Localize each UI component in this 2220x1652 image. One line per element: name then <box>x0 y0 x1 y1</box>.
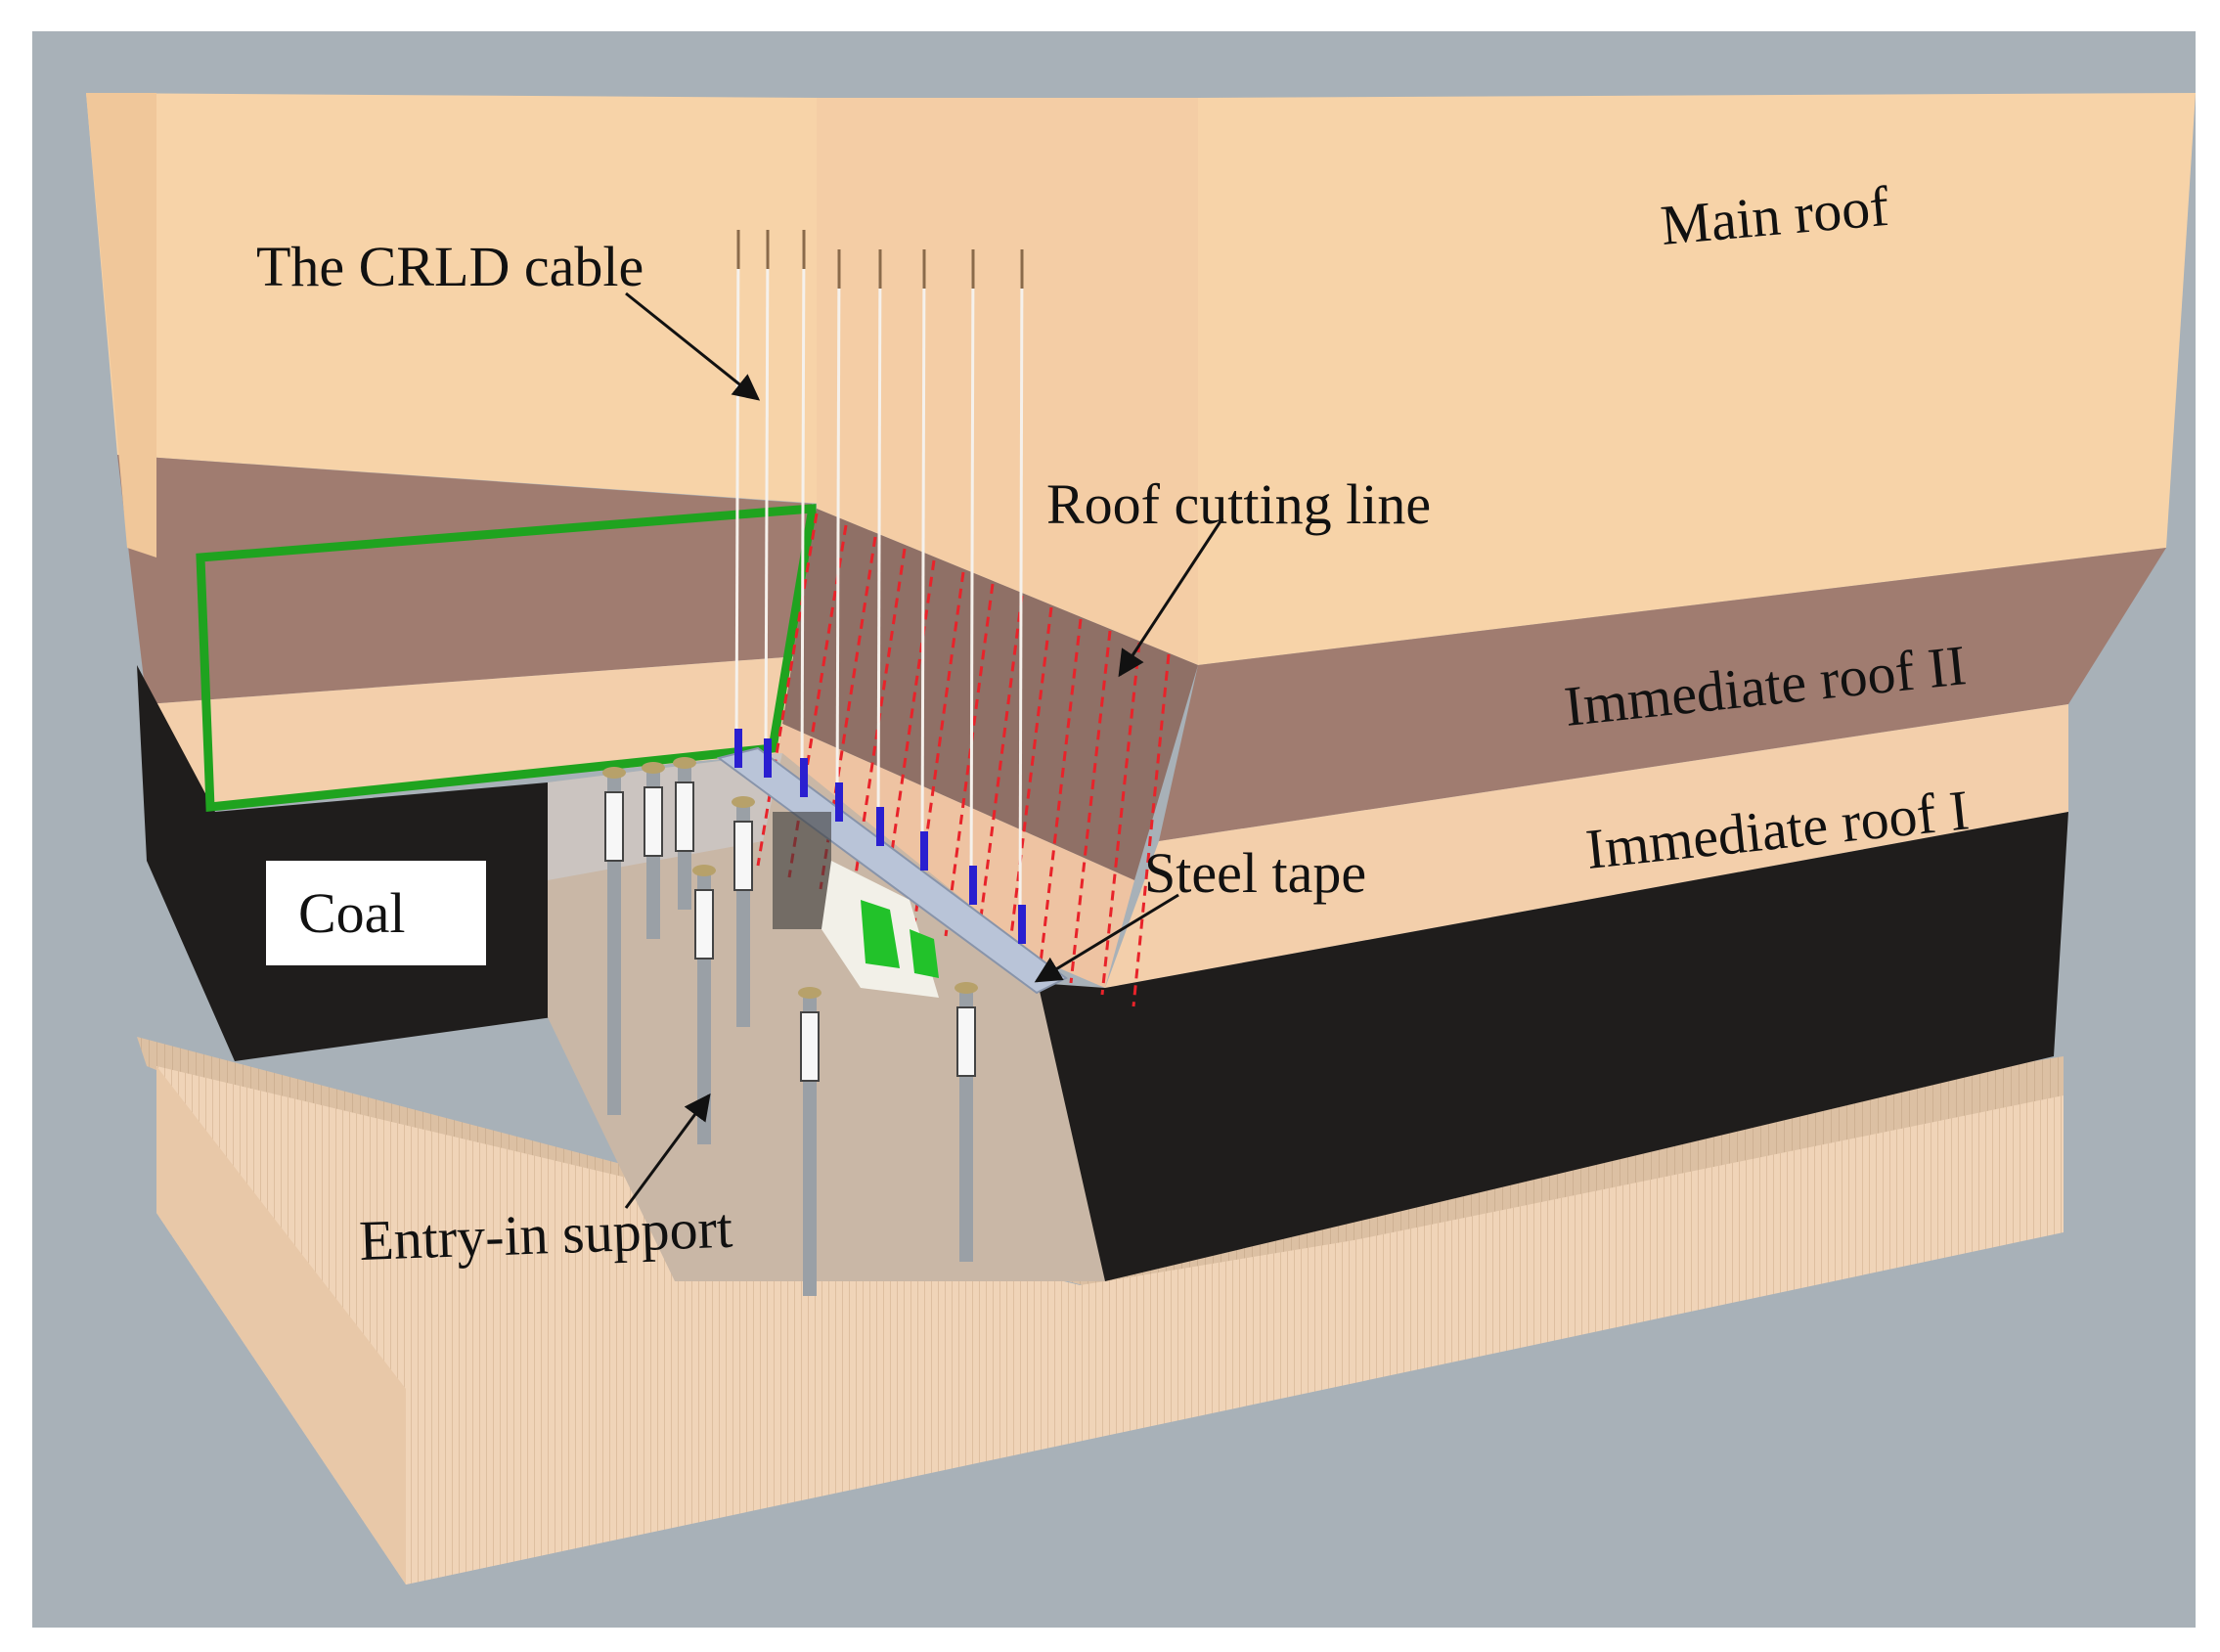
cut-line <box>1006 606 1053 960</box>
cut-line <box>881 559 936 914</box>
cable-anchor <box>764 738 772 778</box>
support-prop-sleeve <box>694 889 714 960</box>
cut-outline <box>196 504 817 812</box>
main-roof-center <box>817 98 1198 665</box>
arrow-icon <box>1034 893 1179 983</box>
arrow-icon <box>624 1093 711 1209</box>
cable-anchor <box>969 866 977 905</box>
support-prop-sleeve <box>604 791 624 862</box>
support-prop-sleeve <box>675 781 694 852</box>
cable-anchors <box>734 729 1026 944</box>
entry-in-supports <box>602 757 978 1296</box>
cut-line <box>756 513 819 867</box>
cut-line <box>1069 630 1112 984</box>
crld-cable <box>1018 248 1024 930</box>
crld-cable <box>920 248 926 857</box>
center-block <box>763 98 1198 988</box>
roadway-equipment <box>773 812 939 998</box>
immediate-roof-2-left <box>117 455 812 704</box>
immediate-roof-1-center <box>763 724 1134 988</box>
cut-line <box>1132 653 1171 1007</box>
support-prop-cap <box>798 987 821 999</box>
support-prop-sleeve <box>733 821 753 891</box>
main-roof-left-top <box>86 93 821 504</box>
cable-anchor <box>835 782 843 822</box>
crld-cable <box>764 229 770 764</box>
immediate-roof-1-left <box>147 655 812 812</box>
immediate-roof-2-right <box>1159 548 2166 841</box>
cut-line <box>819 536 877 890</box>
support-prop-cap <box>955 982 978 994</box>
immediate-roof-2-center <box>782 509 1198 880</box>
cable-anchor <box>734 729 742 768</box>
support-prop-cap <box>642 762 665 774</box>
coal-label-box <box>266 861 486 965</box>
right-block <box>968 93 2196 1281</box>
label-crld-cable: The CRLD cable <box>256 235 644 298</box>
label-steel-tape: Steel tape <box>1144 841 1366 905</box>
cut-line <box>912 571 965 925</box>
support-prop-cap <box>692 865 716 876</box>
label-entry-in-support: Entry-in support <box>358 1196 733 1272</box>
crld-cable <box>969 248 975 891</box>
main-roof-right <box>1198 93 2196 665</box>
cut-line <box>1038 618 1083 972</box>
steel-tape <box>716 746 1068 995</box>
cut-line <box>1100 642 1141 996</box>
crld-cable <box>876 248 882 832</box>
cable-anchor <box>920 831 928 871</box>
coal-right <box>968 812 2068 1281</box>
crld-cable <box>734 229 740 754</box>
cable-anchor <box>1018 905 1026 944</box>
label-roof-cutting-line: Roof cutting line <box>1046 472 1431 536</box>
cable-anchor <box>800 758 808 797</box>
support-prop-sleeve <box>800 1011 820 1082</box>
crld-cable <box>800 229 806 783</box>
support-prop-sleeve <box>644 786 663 857</box>
immediate-roof-1-right <box>1105 704 2068 988</box>
support-prop-cap <box>602 767 626 779</box>
left-block-side <box>86 93 156 558</box>
label-coal: Coal <box>298 881 406 945</box>
cut-line <box>850 548 907 902</box>
cut-line <box>944 583 995 937</box>
cut-line <box>975 595 1024 949</box>
support-prop-cap <box>673 757 696 769</box>
crld-cables <box>734 229 1024 930</box>
support-prop-sleeve <box>956 1006 976 1077</box>
crld-cable <box>835 248 841 808</box>
support-prop-cap <box>732 796 755 808</box>
arrow-icon <box>1118 517 1224 678</box>
arrow-icon <box>625 291 761 401</box>
cable-anchor <box>876 807 884 846</box>
